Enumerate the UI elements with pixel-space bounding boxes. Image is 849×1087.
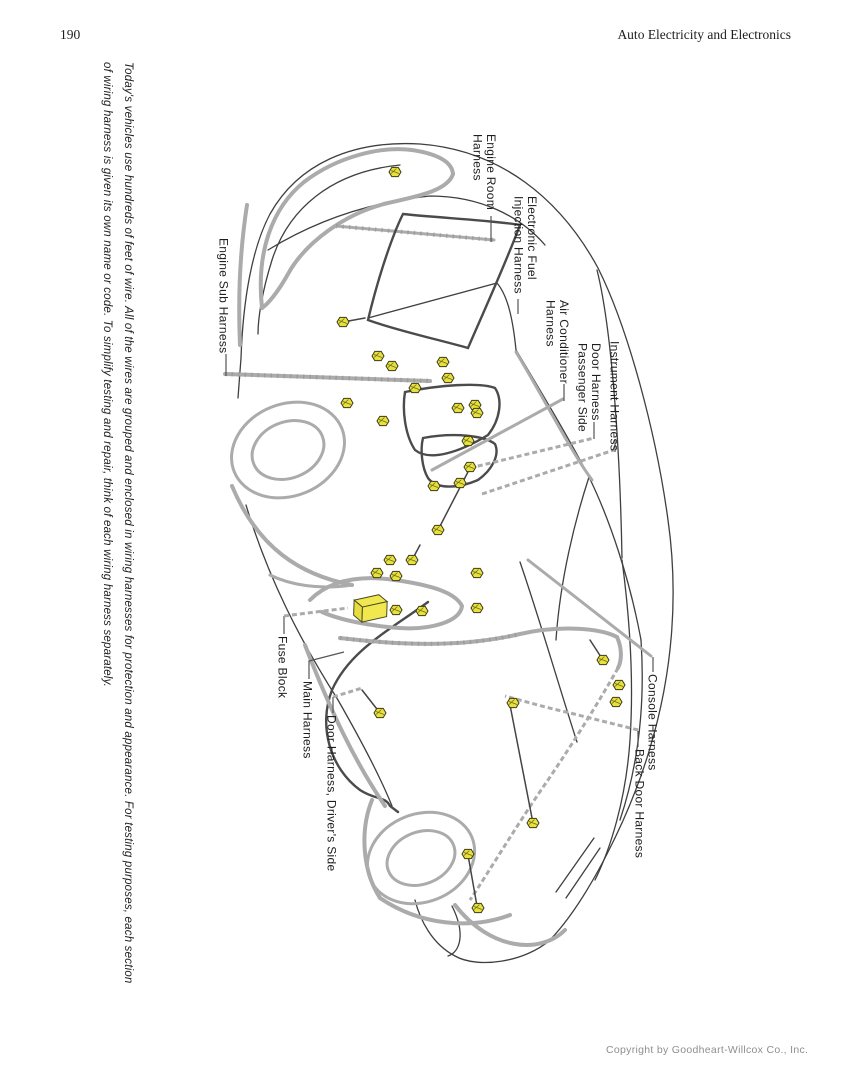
label-main-harness: Main Harness [300,681,315,759]
harness-runs [223,147,653,947]
label-door-harness-drivers: Door Harness, Driver's Side [324,715,339,872]
caption-line-2: of wiring harness is given its own name … [101,62,113,688]
caption-line-1: Today's vehicles use hundreds of feet of… [122,62,134,984]
label-console-harness: Console Harness [645,674,660,771]
label-electronic-fuel-injection: Electronic Fuel Injection Harness [511,196,540,294]
label-back-door-harness: Back Door Harness [632,749,647,859]
label-fuse-block: Fuse Block [275,636,290,699]
copyright-notice: Copyright by Goodheart-Willcox Co., Inc. [606,1044,809,1056]
fuse-block-icon [353,594,389,624]
label-air-conditioner-harness: Air Conditioner Harness [543,300,572,384]
header-title: Auto Electricity and Electronics [617,27,791,42]
figure-caption: Today's vehicles use hundreds of feet of… [96,62,138,984]
page-number: 190 [60,27,81,42]
label-door-harness-passenger: Door Harness Passenger Side [575,343,604,432]
label-engine-sub-harness: Engine Sub Harness [216,238,231,354]
label-leader-lines [225,216,654,747]
label-instrument-harness: Instrument Harness [607,341,622,452]
front-wheel [230,400,346,500]
label-engine-room-harness: Engine Room Harness [470,134,499,211]
car-body-outline [237,142,674,964]
